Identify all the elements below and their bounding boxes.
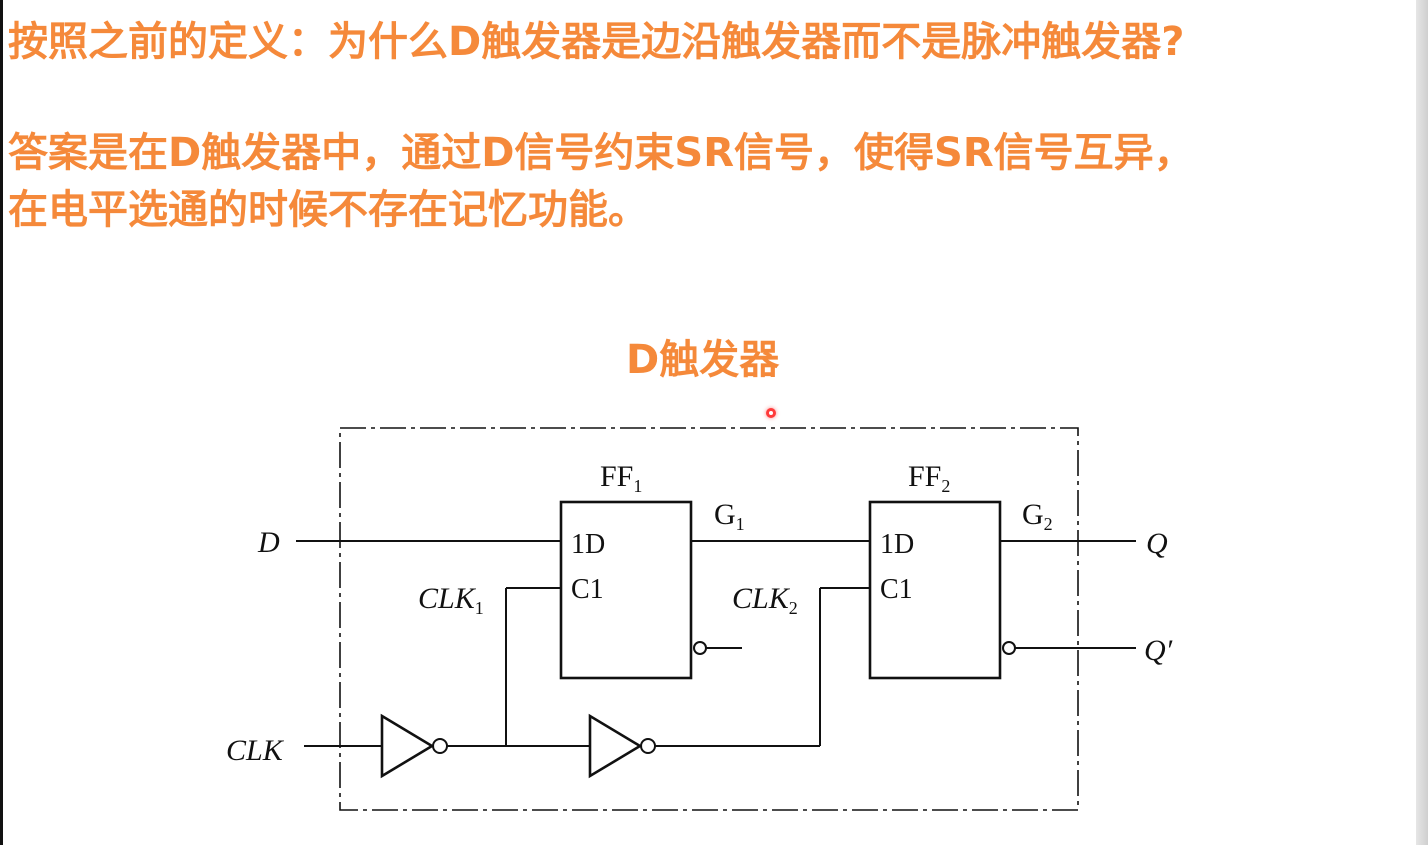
- qbar-output-label: Q′: [1144, 634, 1173, 667]
- q-output-label: Q: [1146, 527, 1168, 560]
- clk2-label: CLK2: [732, 582, 798, 618]
- ff2-label: FF2: [908, 460, 950, 496]
- inverter-1: [380, 713, 435, 779]
- inverter-2-bubble: [640, 738, 656, 754]
- d-input-label: D: [257, 526, 280, 559]
- left-edge-bar: [0, 0, 3, 845]
- ff2-c1-label: C1: [880, 574, 913, 605]
- ff1-qbar-bubble: [693, 641, 707, 655]
- ff2-qbar-bubble: [1002, 641, 1016, 655]
- pointer-dot: [766, 408, 776, 418]
- ff1-c1-label: C1: [571, 574, 604, 605]
- ff2-1d-label: 1D: [880, 529, 914, 560]
- ff2-box: [868, 500, 1002, 680]
- ff1-1d-label: 1D: [571, 529, 605, 560]
- g1-label: G1: [714, 498, 745, 534]
- diagram-title: D触发器: [626, 337, 780, 383]
- ff1-label: FF1: [600, 460, 642, 496]
- inverter-1-bubble: [432, 738, 448, 754]
- clk-input-label: CLK: [226, 734, 285, 767]
- enclosure-dashed-box: [339, 427, 1079, 811]
- question-text: 按照之前的定义：为什么D触发器是边沿触发器而不是脉冲触发器?: [8, 19, 1185, 65]
- g2-label: G2: [1022, 498, 1053, 534]
- ff1-box: [559, 500, 693, 680]
- answer-line-1: 答案是在D触发器中，通过D信号约束SR信号，使得SR信号互异，: [8, 130, 1194, 176]
- right-scroll-edge[interactable]: [1416, 0, 1428, 845]
- clk1-label: CLK1: [418, 582, 484, 618]
- answer-line-2: 在电平选通的时候不存在记忆功能。: [8, 187, 648, 233]
- inverter-2: [588, 713, 643, 779]
